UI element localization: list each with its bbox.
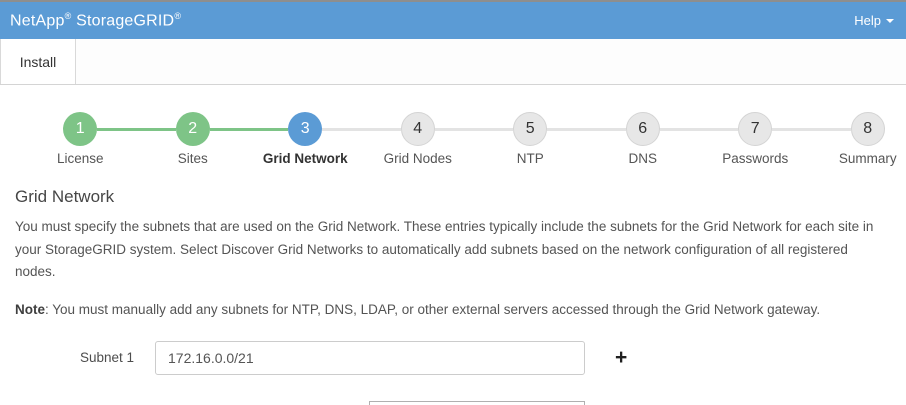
step-label: Summary [838, 151, 897, 166]
step-label: Grid Network [262, 151, 348, 166]
page-title: Grid Network [15, 187, 115, 206]
step-label: License [56, 151, 104, 166]
step-label: Passwords [722, 151, 789, 166]
step-circle: 6 [625, 112, 660, 146]
step-label: Grid Nodes [383, 151, 452, 166]
description-text: You must specify the subnets that are us… [15, 219, 874, 280]
tab-install[interactable]: Install [0, 39, 76, 84]
step-circle: 1 [63, 112, 98, 146]
add-subnet-button[interactable]: + [613, 347, 629, 368]
brand-title: NetApp® StorageGRID® [10, 11, 181, 30]
tab-bar: Install [0, 39, 906, 85]
note-label: Note [15, 302, 45, 318]
discover-subnets-button[interactable]: Discover Grid Network subnets [368, 400, 585, 405]
top-border-strip [0, 0, 906, 2]
plus-icon: + [615, 346, 628, 370]
subnet-input[interactable] [155, 340, 585, 375]
help-label: Help [854, 13, 881, 28]
step-circle: 3 [288, 112, 323, 146]
subnet-label: Subnet 1 [79, 350, 134, 366]
brand-name-netapp: NetApp [10, 12, 65, 30]
step-label: Sites [177, 151, 208, 166]
button-row: Discover Grid Network subnets [15, 400, 585, 405]
help-dropdown[interactable]: Help [854, 13, 894, 28]
main-content: Grid Network You must specify the subnet… [0, 187, 906, 405]
step-label: DNS [628, 151, 657, 166]
step-circle: 4 [400, 112, 435, 146]
step-circle: 5 [513, 112, 548, 146]
step-circle: 2 [175, 112, 210, 146]
app-header: NetApp® StorageGRID® Help [0, 2, 906, 39]
chevron-down-icon [886, 18, 894, 23]
note-text: Note: You must manually add any subnets … [15, 299, 891, 321]
step-circle: 7 [738, 112, 773, 146]
step-label: NTP [516, 151, 544, 166]
note-body: : You must manually add any subnets for … [45, 302, 821, 318]
registered-trademark-icon: ® [174, 10, 182, 21]
subnet-row: Subnet 1 + [15, 340, 891, 375]
step-circle: 8 [850, 112, 885, 146]
brand-name-storagegrid: StorageGRID [76, 12, 175, 30]
registered-trademark-icon: ® [64, 10, 72, 21]
